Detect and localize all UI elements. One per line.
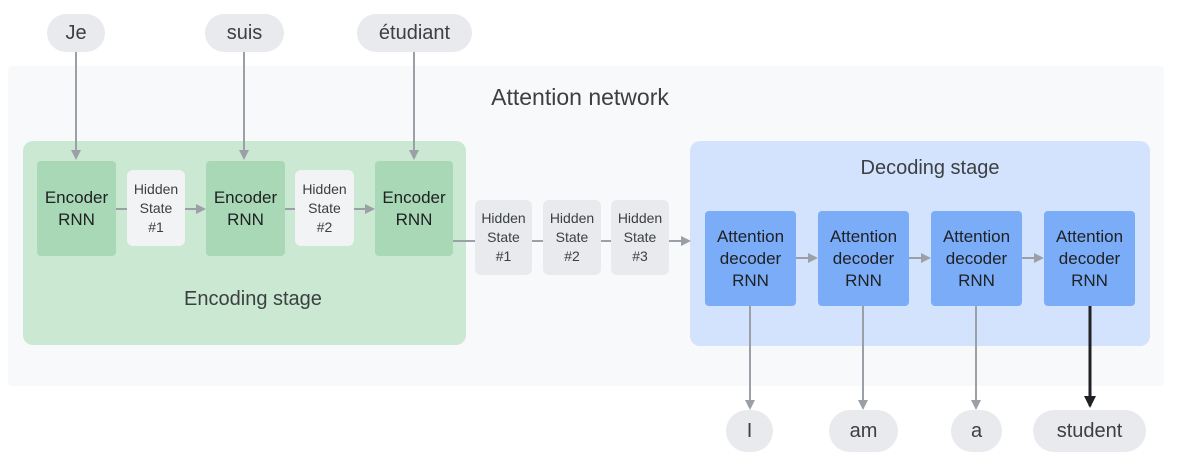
context-hidden-state-box: Hidden State #3 [611,200,669,275]
decoder-label: decoder [945,248,1008,268]
decoder-label: decoder [832,248,895,268]
hidden-state-label: Hidden [617,210,663,226]
hidden-state-label: Hidden [133,180,179,197]
hidden-state-label: State [139,199,173,216]
encoder-label: Encoder [213,187,278,207]
encoder-label: RNN [58,209,95,229]
decoder-label: RNN [1071,270,1108,290]
decoding-stage-label: Decoding stage [860,156,1000,179]
attention-decoder-rnn-box: Attention decoder RNN [931,211,1022,306]
hidden-state-label: #2 [564,248,580,264]
encoder-label: Encoder [44,187,109,207]
input-word-pill: étudiant [357,14,472,52]
hidden-state-label: #1 [148,218,164,235]
output-word-pill: student [1033,410,1146,452]
decoder-label: RNN [958,270,995,290]
hidden-state-label: #3 [632,248,648,264]
hidden-state-label: #2 [316,218,333,235]
encoder-hidden-state-box: Hidden State #2 [295,170,354,246]
encoder-rnn-box: Encoder RNN [375,161,453,256]
context-hidden-state-box: Hidden State #1 [475,200,532,275]
output-word-pill: am [829,410,898,452]
encoding-stage-label: Encoding stage [184,287,322,310]
decoder-label: Attention [1055,226,1124,246]
encoder-rnn-box: Encoder RNN [37,161,116,256]
input-word-pill: suis [205,14,284,52]
attention-decoder-rnn-box: Attention decoder RNN [1044,211,1135,306]
hidden-state-label: #1 [495,248,512,264]
attention-decoder-rnn-box: Attention decoder RNN [705,211,796,306]
hidden-state-label: State [623,229,657,245]
decoder-label: Attention [829,226,898,246]
hidden-state-label: State [308,199,341,216]
input-word-pill: Je [47,14,105,52]
hidden-state-label: Hidden [549,210,595,226]
hidden-state-label: Hidden [302,180,347,197]
hidden-state-label: State [487,229,520,245]
decoder-label: Attention [716,226,785,246]
hidden-state-label: Hidden [481,210,526,226]
decoder-label: RNN [732,270,769,290]
output-word-pill: a [951,410,1002,452]
context-hidden-state-box: Hidden State #2 [543,200,601,275]
encoder-label: RNN [395,209,433,229]
decoder-label: RNN [845,270,882,290]
hidden-state-label: State [555,229,589,245]
encoder-hidden-state-box: Hidden State #1 [127,170,185,246]
decoder-label: decoder [1058,248,1121,268]
attention-decoder-rnn-box: Attention decoder RNN [818,211,909,306]
diagram-title: Attention network [491,84,669,110]
decoder-label: Attention [942,226,1011,246]
decoder-label: decoder [719,248,782,268]
output-word-pill: I [726,410,773,452]
encoder-label: Encoder [382,187,446,207]
encoder-rnn-box: Encoder RNN [206,161,285,256]
encoder-label: RNN [227,209,264,229]
